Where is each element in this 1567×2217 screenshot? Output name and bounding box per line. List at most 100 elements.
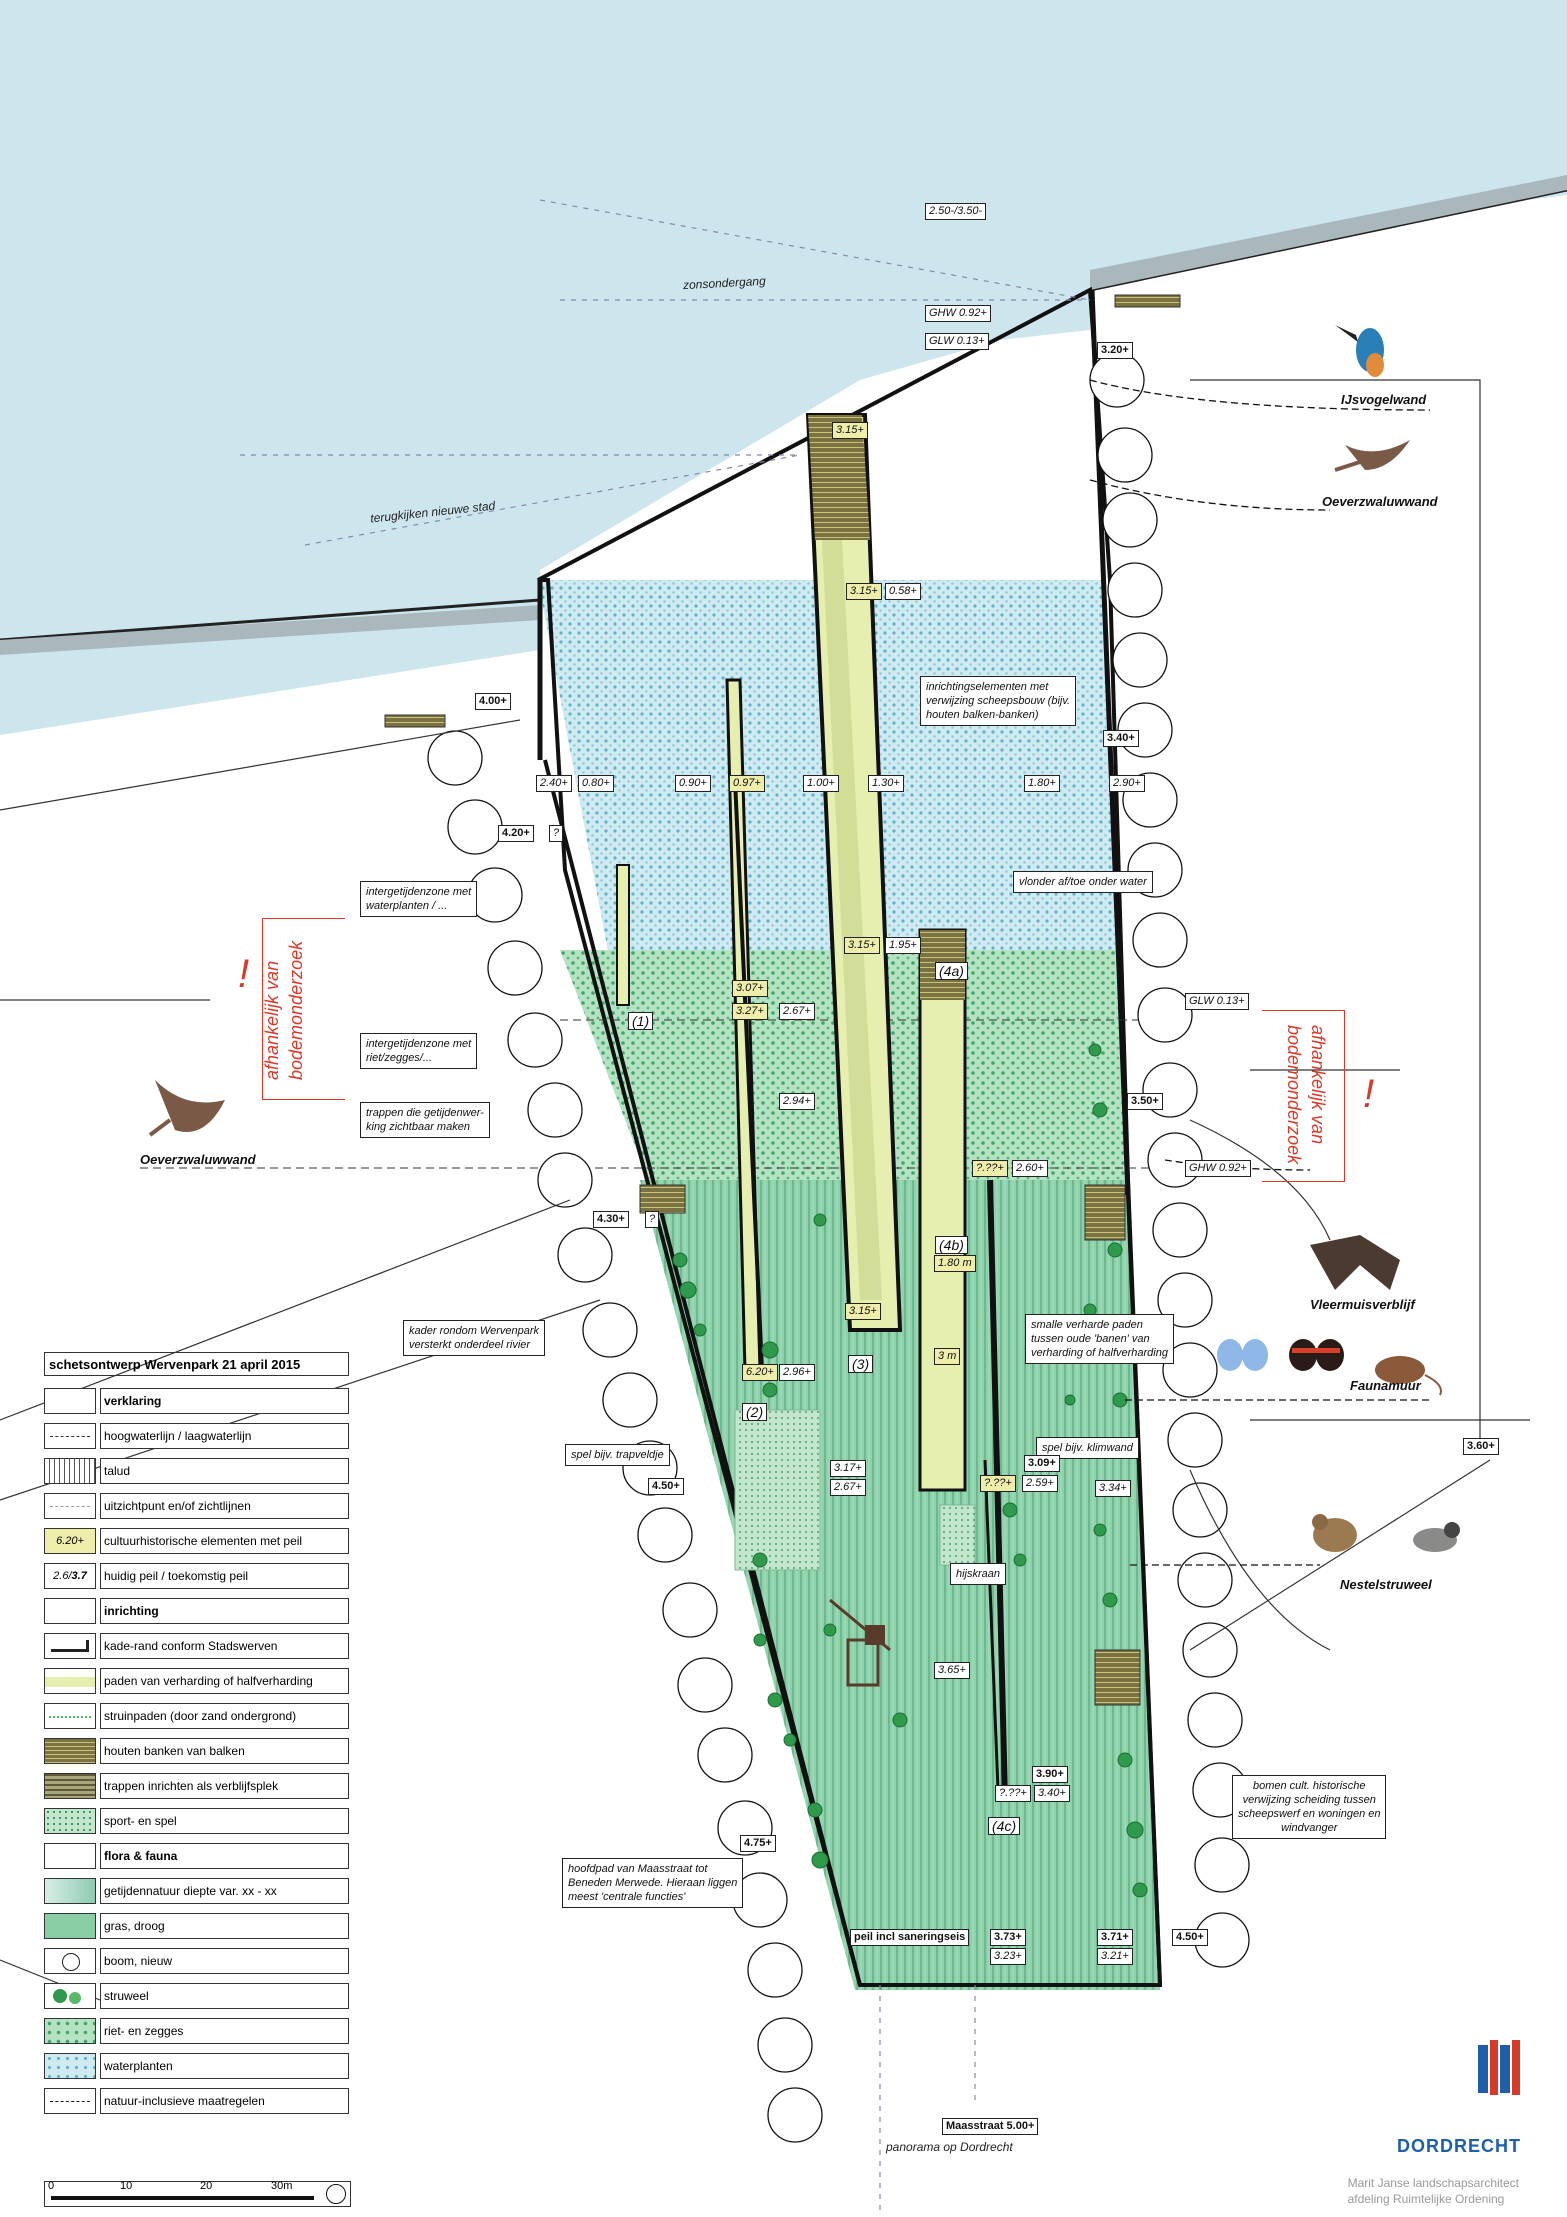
- legend-row: getijdennatuur diepte var. xx - xx: [44, 1878, 349, 1904]
- legend-row: boom, nieuw: [44, 1948, 349, 1974]
- legend-symbol-talud: [44, 1458, 96, 1484]
- level-tag: 1.95+: [885, 937, 921, 954]
- pier-4a: [918, 928, 967, 1492]
- level-tag: 3.09+: [1024, 1455, 1060, 1472]
- level-tag: 3 m: [934, 1348, 961, 1365]
- maasstraat-level: 5.00+: [1006, 2120, 1035, 2132]
- legend-text: gras, droog: [100, 1913, 349, 1939]
- label-oeverzwaluw-left: Oeverzwaluwwand: [140, 1152, 256, 1167]
- level-tag: GHW 0.92+: [1185, 1160, 1251, 1177]
- legend-level-old: 2.6: [53, 1570, 69, 1582]
- legend-row: inrichting: [44, 1598, 349, 1624]
- note-trappen: trappen die getijdenwer- king zichtbaar …: [360, 1102, 490, 1138]
- legend-text: paden van verharding of halfverharding: [100, 1668, 349, 1694]
- legend-row: trappen inrichten als verblijfsplek: [44, 1773, 349, 1799]
- legend-level-new: 3.7: [71, 1570, 87, 1582]
- marker-2: (2): [742, 1403, 768, 1421]
- bat-icon: [1310, 1235, 1400, 1290]
- legend-row: 6.20+cultuurhistorische elementen met pe…: [44, 1528, 349, 1554]
- afhankelijk-right-2: bodemonderzoek: [1284, 1025, 1304, 1165]
- note-spel-klim: spel bijv. klimwand: [1036, 1437, 1139, 1459]
- legend-symbol-stairs: [44, 1773, 96, 1799]
- north-arrow-icon: [326, 2184, 346, 2204]
- level-tag: 3.73+: [990, 1929, 1026, 1946]
- note-smalle-paden: smalle verharde paden tussen oude 'banen…: [1025, 1314, 1174, 1364]
- level-tag: GLW 0.13+: [1185, 993, 1249, 1010]
- legend-row: natuur-inclusieve maatregelen: [44, 2088, 349, 2114]
- maasstraat-name: Maasstraat: [946, 2120, 1004, 2132]
- legend-text: getijdennatuur diepte var. xx - xx: [100, 1878, 349, 1904]
- note-hijskraan: hijskraan: [950, 1563, 1007, 1585]
- marker-1: (1): [628, 1012, 654, 1030]
- legend-symbol-empty: [44, 1388, 96, 1414]
- level-tag: 2.59+: [1022, 1475, 1058, 1492]
- afhankelijk-right-1: afhankelijk van: [1308, 1025, 1328, 1145]
- label-vleermuisverblijf: Vleermuisverblijf: [1310, 1297, 1415, 1312]
- level-tag: 3.15+: [832, 422, 868, 439]
- legend-text: flora & fauna: [100, 1843, 349, 1869]
- level-tag: 2.67+: [830, 1479, 866, 1496]
- legend-row: struweel: [44, 1983, 349, 2009]
- scale-bar: 0 10 20 30m: [44, 2180, 351, 2207]
- level-tag: 2.90+: [1109, 775, 1145, 792]
- legend-row: talud: [44, 1458, 349, 1484]
- scale-0: 0: [48, 2180, 55, 2192]
- legend-text: trappen inrichten als verblijfsplek: [100, 1773, 349, 1799]
- butterfly-icon-red: [1289, 1339, 1344, 1371]
- legend-row: waterplanten: [44, 2053, 349, 2079]
- quay-teeth-left: [0, 605, 540, 655]
- note-intergetijden-2: intergetijdenzone met riet/zegges/...: [360, 1033, 478, 1069]
- pier-3-shade: [822, 540, 882, 1300]
- legend-text: verklaring: [100, 1388, 349, 1414]
- note-inrichtingselementen: inrichtingselementen met verwijzing sche…: [920, 676, 1077, 726]
- legend-text: cultuurhistorische elementen met peil: [100, 1528, 349, 1554]
- legend-symbol-grass: [44, 1913, 96, 1939]
- legend-symbol-shrub: [44, 1983, 96, 2009]
- legend-symbol-struinpad: [44, 1703, 96, 1729]
- level-tag: 4.75+: [740, 1835, 776, 1852]
- street-lines: [0, 379, 1530, 2001]
- level-tag: 3.21+: [1097, 1948, 1133, 1965]
- level-tag: 4.50+: [1172, 1929, 1208, 1946]
- warning-excl-left: !: [238, 952, 250, 996]
- scale-30: 30m: [271, 2180, 293, 2192]
- pier-3-top: [808, 415, 870, 540]
- legend-text: talud: [100, 1458, 349, 1484]
- note-intergetijden-1: intergetijdenzone met waterplanten / ...: [360, 881, 478, 917]
- note-hoofdpad: hoofdpad van Maasstraat tot Beneden Merw…: [562, 1858, 744, 1908]
- panorama-label: panorama op Dordrecht: [886, 2140, 1013, 2154]
- level-tag: 3.27+: [732, 1003, 768, 1020]
- legend-text: huidig peil / toekomstig peil: [100, 1563, 349, 1589]
- note-bomen: bomen cult. historische verwijzing schei…: [1232, 1775, 1387, 1839]
- level-tag: 1.80+: [1024, 775, 1060, 792]
- legend-text: inrichting: [100, 1598, 349, 1624]
- dordrecht-logo: [1478, 2040, 1520, 2095]
- level-tag: ?: [549, 825, 564, 842]
- legend-row: paden van verharding of halfverharding: [44, 1668, 349, 1694]
- credit: Marit Janse landschapsarchitect afdeling…: [1348, 2175, 1519, 2207]
- level-tag: 1.00+: [803, 775, 839, 792]
- bench-2: [1114, 294, 1181, 308]
- dordrecht-brand: DORDRECHT: [1397, 2136, 1521, 2156]
- legend-symbol-kade: [44, 1633, 96, 1659]
- quay-edge-left: [0, 598, 541, 642]
- mouse-icon: [1375, 1356, 1442, 1396]
- legend: schetsontwerp Wervenpark 21 april 2015 v…: [44, 1352, 349, 2123]
- legend-row: gras, droog: [44, 1913, 349, 1939]
- level-tag: 3.90+: [1032, 1766, 1068, 1783]
- sport-field-1: [734, 1409, 821, 1571]
- level-tag: 3.07+: [732, 980, 768, 997]
- bodem-bracket-left: [262, 918, 345, 1100]
- legend-text: struweel: [100, 1983, 349, 2009]
- legend-symbol-nature-line: [44, 2088, 96, 2114]
- marker-4c: (4c): [988, 1817, 1021, 1835]
- level-tag: 3.15+: [844, 937, 880, 954]
- level-tag: 3.17+: [830, 1460, 866, 1477]
- legend-row: sport- en spel: [44, 1808, 349, 1834]
- level-tag: 3.40+: [1103, 730, 1139, 747]
- river-water: [0, 0, 1567, 735]
- note-vlonder: vlonder af/toe onder water: [1013, 871, 1153, 893]
- legend-row: verklaring: [44, 1388, 349, 1414]
- legend-symbol-empty: [44, 1598, 96, 1624]
